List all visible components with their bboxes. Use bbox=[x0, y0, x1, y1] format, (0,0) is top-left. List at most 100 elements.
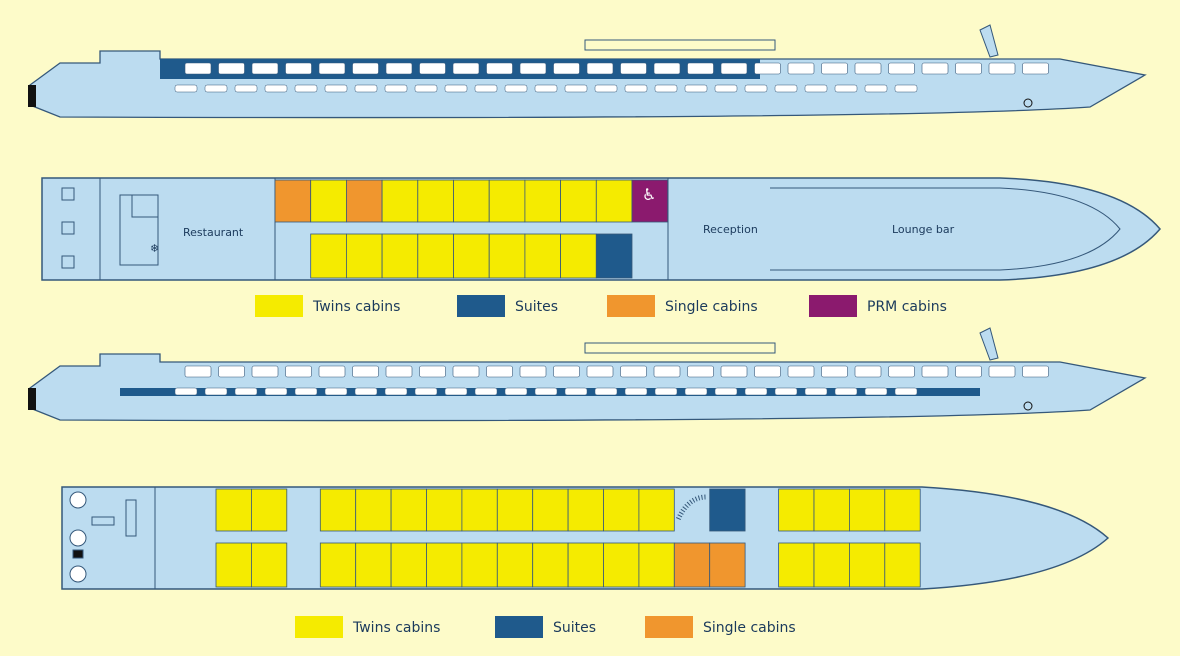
cabin-single bbox=[345, 179, 383, 223]
cabin-twin bbox=[560, 233, 597, 279]
cabin-twin bbox=[603, 542, 640, 588]
window bbox=[452, 62, 480, 75]
porthole-window bbox=[774, 387, 798, 396]
window bbox=[854, 365, 882, 378]
porthole-window bbox=[384, 84, 408, 93]
cabin-twin bbox=[884, 542, 921, 588]
window bbox=[251, 62, 279, 75]
porthole-window bbox=[654, 387, 678, 396]
porthole-window bbox=[414, 84, 438, 93]
porthole-window bbox=[354, 387, 378, 396]
window bbox=[787, 365, 815, 378]
window bbox=[955, 62, 982, 75]
cabin-twin bbox=[560, 179, 597, 223]
porthole-window bbox=[594, 387, 618, 396]
cabin-twin bbox=[461, 488, 498, 532]
legend-label-twin: Twins cabins bbox=[312, 299, 400, 315]
porthole-window bbox=[174, 84, 198, 93]
mast bbox=[979, 327, 999, 361]
window bbox=[988, 365, 1016, 378]
window bbox=[184, 365, 212, 378]
legend-label-suite: Suites bbox=[553, 620, 596, 636]
cabin-twin bbox=[417, 233, 454, 279]
cabin-single bbox=[274, 179, 312, 223]
window bbox=[486, 365, 513, 378]
legend-label-suite: Suites bbox=[515, 299, 558, 315]
legend-label-single: Single cabins bbox=[665, 299, 758, 315]
cabin-twin bbox=[524, 233, 562, 279]
porthole-window bbox=[294, 84, 318, 93]
cabin-suite bbox=[595, 233, 633, 279]
window bbox=[385, 62, 413, 75]
cabin-twin bbox=[319, 542, 357, 588]
hull-profile bbox=[29, 353, 1147, 422]
porthole-window bbox=[894, 84, 918, 93]
reception-label: Reception bbox=[703, 223, 758, 236]
porthole-window bbox=[864, 387, 888, 396]
porthole-window bbox=[564, 387, 588, 396]
ship-side-profile-upper bbox=[28, 24, 1147, 119]
porthole-window bbox=[684, 84, 708, 93]
window bbox=[754, 62, 781, 75]
cabin-twin bbox=[496, 542, 534, 588]
cabin-prm bbox=[631, 179, 669, 223]
window bbox=[486, 62, 513, 75]
bow-bumper bbox=[28, 388, 36, 410]
porthole-window bbox=[294, 387, 318, 396]
cabin-twin bbox=[345, 233, 383, 279]
window bbox=[921, 62, 949, 75]
upper-deck-plan: ❄ Restaurant Reception Lounge bar ♿ Twin… bbox=[41, 177, 1161, 317]
porthole-window bbox=[534, 387, 558, 396]
cabin-twin bbox=[381, 179, 419, 223]
anchor-icon bbox=[1023, 401, 1033, 411]
window bbox=[251, 365, 279, 378]
cabin-twin bbox=[813, 542, 850, 588]
legend-swatch-suite bbox=[457, 295, 505, 317]
ship-side-profile-lower bbox=[28, 327, 1147, 422]
restaurant-label: Restaurant bbox=[183, 226, 244, 239]
porthole-window bbox=[534, 84, 558, 93]
porthole-window bbox=[384, 387, 408, 396]
cabin-twin bbox=[813, 488, 850, 532]
window bbox=[754, 365, 781, 378]
window bbox=[854, 62, 882, 75]
window bbox=[318, 365, 346, 378]
cabin-twin bbox=[884, 488, 921, 532]
window bbox=[620, 365, 647, 378]
window bbox=[687, 62, 714, 75]
cabin-twin bbox=[390, 542, 427, 588]
cabin-twin bbox=[215, 542, 252, 588]
window bbox=[586, 365, 614, 378]
window bbox=[553, 62, 580, 75]
legend-swatch-suite bbox=[495, 616, 543, 638]
window bbox=[519, 62, 547, 75]
sun-deck-rail bbox=[584, 342, 776, 354]
porthole-window bbox=[414, 387, 438, 396]
engine-icons bbox=[69, 491, 137, 583]
cabin-suite bbox=[709, 488, 746, 532]
cabin-twin bbox=[215, 488, 252, 532]
window bbox=[184, 62, 212, 75]
porthole-window bbox=[714, 84, 738, 93]
window bbox=[419, 365, 446, 378]
window bbox=[687, 365, 714, 378]
staircase-icon bbox=[676, 494, 707, 521]
window-icons bbox=[61, 187, 159, 269]
porthole-window bbox=[474, 84, 498, 93]
porthole-window bbox=[234, 84, 258, 93]
window bbox=[955, 365, 982, 378]
porthole-window bbox=[354, 84, 378, 93]
porthole-window bbox=[864, 84, 888, 93]
cabin-twin bbox=[567, 488, 604, 532]
cabin-twin bbox=[778, 488, 815, 532]
window bbox=[888, 62, 915, 75]
cabin-twin bbox=[355, 488, 392, 532]
cabin-twin bbox=[567, 542, 604, 588]
window bbox=[921, 365, 949, 378]
porthole-window bbox=[834, 84, 858, 93]
cabin-twin bbox=[355, 542, 392, 588]
legend-swatch-twin bbox=[295, 616, 343, 638]
cabin-twin bbox=[250, 488, 288, 532]
cabin-twin bbox=[638, 542, 675, 588]
